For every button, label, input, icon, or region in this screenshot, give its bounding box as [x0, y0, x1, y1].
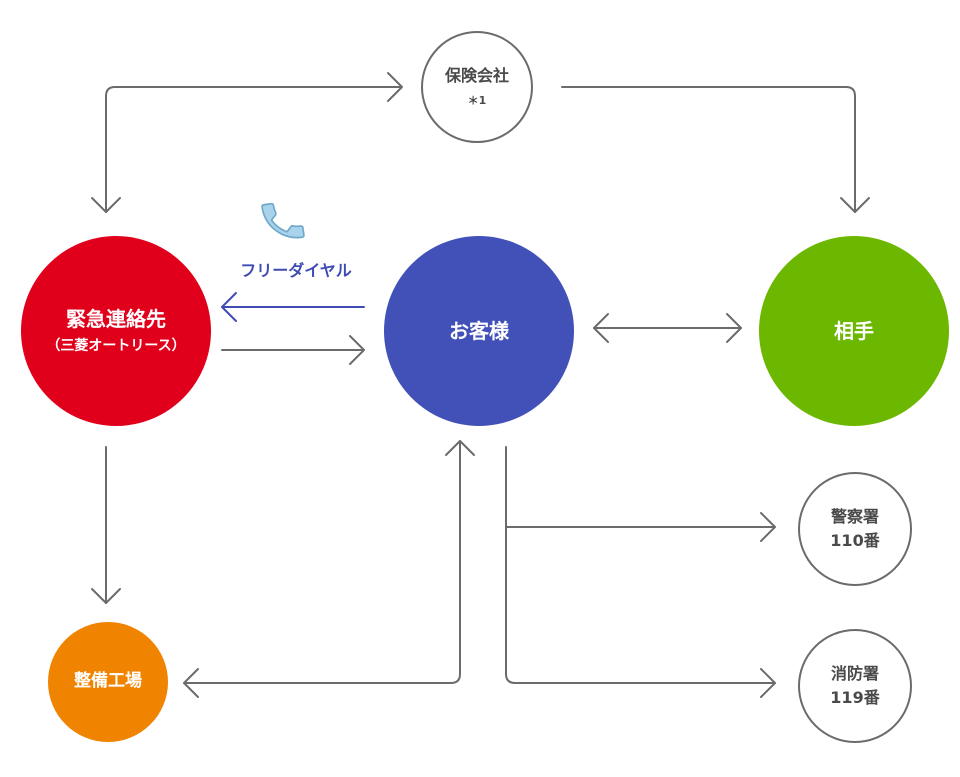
arrow-garage-to-customer	[183, 440, 475, 698]
arrow-insurance-to-emergency	[91, 72, 403, 213]
freedial-label: フリーダイヤル	[240, 261, 352, 280]
customer-label: お客様	[449, 318, 509, 343]
garage-label: 整備工場	[74, 671, 142, 692]
police-node: 警察署 110番	[798, 472, 912, 586]
emergency-contact-sublabel: （三菱オートリース）	[46, 337, 186, 354]
garage-node: 整備工場	[48, 622, 168, 742]
arrow-insurance-to-other-party	[561, 86, 870, 213]
fire-label: 消防署	[830, 664, 879, 683]
emergency-contact-label: 緊急連絡先	[66, 306, 166, 331]
fire-number: 119番	[830, 688, 880, 707]
arrow-customer-other-party	[593, 313, 742, 343]
insurance-note: ＊1	[467, 94, 487, 108]
arrow-customer-to-police-fire	[505, 446, 776, 698]
police-number: 110番	[830, 531, 880, 550]
arrow-emergency-to-customer	[221, 335, 365, 365]
arrow-customer-to-emergency	[221, 292, 365, 322]
insurance-company-label: 保険会社	[444, 66, 509, 86]
police-label: 警察署	[830, 507, 879, 526]
fire-node: 消防署 119番	[798, 629, 912, 743]
arrow-emergency-to-garage	[91, 446, 121, 604]
insurance-company-node: 保険会社 ＊1	[421, 31, 533, 143]
other-party-node: 相手	[759, 236, 949, 426]
phone-icon	[258, 196, 308, 246]
other-party-label: 相手	[834, 318, 874, 343]
emergency-contact-node: 緊急連絡先 （三菱オートリース）	[21, 236, 211, 426]
customer-node: お客様	[384, 236, 574, 426]
